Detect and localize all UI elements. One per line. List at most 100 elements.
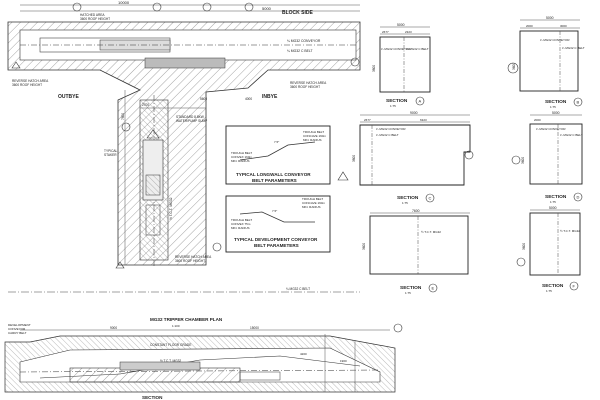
reverse-bottom-1: REVERSE HATCH AREA bbox=[175, 255, 212, 259]
centreline-label: ½ T.C.T. MG32 bbox=[169, 197, 173, 220]
dim-a: 2700 bbox=[142, 103, 149, 107]
sec-c-h: 3800 bbox=[352, 155, 356, 162]
tripper-centre: ½ T.C.T. MG32 bbox=[160, 359, 181, 363]
sec-c-w2: 2677 bbox=[364, 118, 371, 122]
tripper-constant: CONSTANT FLOOR GRADE bbox=[150, 343, 191, 347]
sec-d-w1: 5000 bbox=[552, 111, 560, 115]
sec-d-w2: 2000 bbox=[534, 118, 541, 122]
dv-trough-a-1: TROUGH BELT bbox=[231, 218, 252, 222]
sec-b-scale: 1:75 bbox=[550, 105, 556, 109]
lw-title-2: BELT PARAMETERS bbox=[252, 178, 297, 183]
dv-title-2: BELT PARAMETERS bbox=[254, 243, 299, 248]
dv-trough-b-3: MIN. RADIUS bbox=[302, 205, 321, 209]
sec-a-w3: 2323 bbox=[405, 30, 412, 34]
dim-d: 4000 bbox=[245, 97, 252, 101]
dim-left: 7800 bbox=[121, 113, 125, 120]
dv-trough-a-3: MIN. RADIUS bbox=[231, 226, 250, 230]
lw-trough-b-2: CONVEX 160m bbox=[231, 155, 253, 159]
belt-label: ¼ MG32 C BELT bbox=[287, 49, 313, 53]
lw-trough-a-3: MIN. RADIUS bbox=[303, 138, 322, 142]
tripper-section: SECTION bbox=[142, 395, 163, 400]
outbye-label: OUTBYE bbox=[58, 94, 80, 100]
dim-b: 5600 bbox=[200, 97, 207, 101]
reverse-bottom-2: 3600 ROOF HEIGHT bbox=[175, 259, 205, 263]
reverse-left-2: 3600 ROOF HEIGHT bbox=[12, 83, 42, 87]
sec-a-h: 3800 bbox=[372, 65, 376, 72]
sec-b-title: SECTION bbox=[545, 99, 567, 105]
lw-angle: 7.5° bbox=[274, 140, 280, 144]
section-d: 5000 2000 ¼ MG32 CONVEYOR ¼ MG32 C BELT … bbox=[511, 111, 583, 204]
inbye-label: INBYE bbox=[262, 94, 278, 100]
sec-b-letter: B bbox=[577, 100, 580, 105]
lw-trough-b-3: MIN. RADIUS bbox=[231, 159, 250, 163]
longwall-belt-panel: TROUGH BELT CONCAVE 160m MIN. RADIUS TRO… bbox=[225, 125, 331, 185]
sec-f-h: 3600 bbox=[522, 243, 526, 250]
sec-c-t1: ¼ MG32 CONVEYOR bbox=[376, 127, 406, 131]
sec-f-scale: 1:75 bbox=[546, 289, 552, 293]
sec-c-t2: ¼ MG32 C BELT bbox=[376, 133, 399, 137]
sump-label-1: STANDARD 8.8KW bbox=[176, 115, 204, 119]
sec-d-scale: 1:75 bbox=[550, 200, 556, 204]
dv-angle: 7.5° bbox=[272, 209, 278, 213]
tripper-dim-2: 15000 bbox=[250, 326, 259, 330]
tripper-title: MG32 TRIPPER CHAMBER PLAN bbox=[150, 317, 223, 322]
lw-trough-a-1: TROUGH BELT bbox=[303, 130, 324, 134]
reverse-right-1: REVERSE HATCH AREA bbox=[290, 81, 327, 85]
sec-b-w1: 5000 bbox=[546, 16, 554, 20]
tripper-left-1: DEVELOPMENT bbox=[8, 323, 31, 327]
tripper-left-3: CARRY BELT bbox=[8, 331, 27, 335]
sec-f-title: SECTION bbox=[542, 283, 564, 289]
section-e: 7600 ½ T.C.T. MG32 3600 SECTION E 1:75 bbox=[362, 209, 470, 295]
hatched-top-2: 3600 ROOF HEIGHT bbox=[80, 17, 110, 21]
plan-view: 10000 5000 BLOCK SIDE OUTBYE INBYE HATCH… bbox=[7, 0, 361, 269]
drive-unit bbox=[144, 57, 226, 69]
lw-trough-a-2: CONCAVE 160m bbox=[303, 134, 326, 138]
sec-d-letter: D bbox=[577, 195, 580, 200]
lw-title: TYPICAL LONGWALL CONVEYOR bbox=[236, 172, 311, 177]
section-c: 9000 2677 6323 ¼ MG32 CONVEYOR ¼ MG32 C … bbox=[337, 111, 474, 205]
stacker-label-1: TYPICAL bbox=[104, 149, 118, 153]
hatched-top-1: HATCHED AREA bbox=[80, 13, 105, 17]
sec-b-t2: ¼ MG32 C BELT bbox=[562, 46, 585, 50]
sec-e-w1: 7600 bbox=[412, 209, 420, 213]
sec-a-w1: 5000 bbox=[397, 23, 405, 27]
tripper-chamber-plan: MG32 TRIPPER CHAMBER PLAN 1:100 9000 150… bbox=[4, 317, 403, 400]
dv-title: TYPICAL DEVELOPMENT CONVEYOR bbox=[234, 237, 318, 242]
sec-e-title: SECTION bbox=[400, 285, 422, 291]
cl-bottom-label: ¼ MG32 C BELT bbox=[286, 287, 310, 291]
dim-top-2: 5000 bbox=[262, 6, 272, 11]
sec-a-t1: ¼ MG32 CONVEYOR bbox=[381, 47, 411, 51]
sec-a-t2: ¼ MG32 C BELT bbox=[406, 47, 429, 51]
sec-e-t1: ½ T.C.T. MG32 bbox=[421, 230, 441, 234]
sec-c-w1: 9000 bbox=[410, 111, 418, 115]
reverse-right-2: 3600 ROOF HEIGHT bbox=[290, 85, 320, 89]
dv-trough-b-2: CONCAVE 160m bbox=[302, 201, 325, 205]
sec-a-letter: A bbox=[419, 99, 422, 104]
sec-b-w2: 2000 bbox=[526, 24, 533, 28]
sec-d-h: 3600 bbox=[521, 157, 525, 164]
lw-trough-b-1: TROUGH BELT bbox=[231, 151, 252, 155]
sec-c-w3: 6323 bbox=[420, 118, 427, 122]
dv-trough-a-2: CONVEX 75m bbox=[231, 222, 251, 226]
sec-d-title: SECTION bbox=[545, 194, 567, 200]
section-b: 5000 2000 3000 ¼ MG32 CONVEYOR ¼ MG32 C … bbox=[507, 16, 585, 109]
tripper-scale: 1:100 bbox=[172, 324, 180, 328]
sec-b-h: 3600 bbox=[512, 63, 516, 70]
sec-d-t2: ¼ MG32 C BELT bbox=[560, 133, 583, 137]
sec-a-scale: 1:75 bbox=[390, 104, 396, 108]
sump-label-2: WATER/PUMP SUMP bbox=[176, 119, 207, 123]
sec-c-scale: 1:75 bbox=[402, 201, 408, 205]
stacker-label-2: STAKER bbox=[104, 153, 117, 157]
sec-b-t1: ¼ MG32 CONVEYOR bbox=[540, 38, 570, 42]
section-f: 5000 ½ T.C.T. MG32 3600 SECTION F 1:75 bbox=[516, 206, 581, 293]
sec-a-title: SECTION bbox=[386, 98, 408, 104]
sec-e-letter: E bbox=[432, 286, 435, 291]
sec-e-scale: 1:75 bbox=[405, 291, 411, 295]
conveyor-label: ¼ MG32 CONVEYOR bbox=[287, 39, 321, 43]
sec-c-title: SECTION bbox=[397, 195, 419, 201]
section-a: 5000 2677 2323 ¼ MG32 CONVEYOR ¼ MG32 C … bbox=[372, 23, 431, 108]
sec-f-t1: ½ T.C.T. MG32 bbox=[560, 229, 580, 233]
development-belt-panel: TROUGH BELT CONVEX 75m MIN. RADIUS TROUG… bbox=[225, 195, 331, 253]
tripper-dim-4: 1900 bbox=[340, 359, 347, 363]
sec-c-letter: C bbox=[429, 196, 432, 201]
